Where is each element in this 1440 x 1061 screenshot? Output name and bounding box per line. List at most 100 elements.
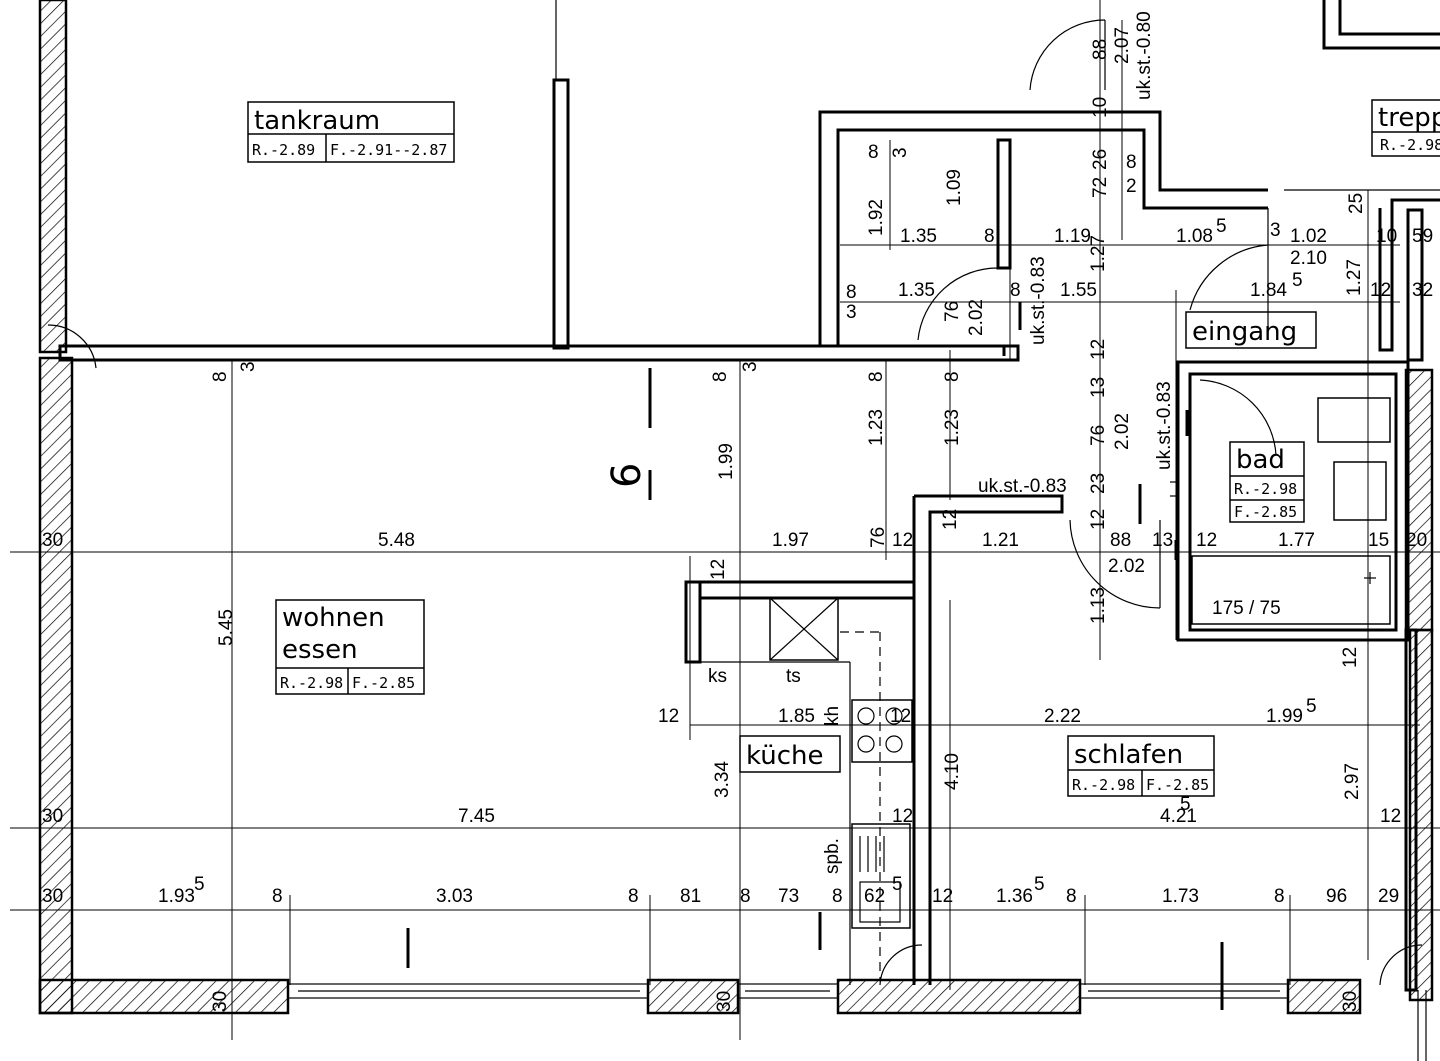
- dim-text: 12: [1370, 280, 1391, 301]
- dim-text: 3: [740, 361, 761, 372]
- dim-text: 12: [658, 706, 679, 727]
- room-floor-schlafen: F.-2.85: [1146, 776, 1209, 794]
- kitchen-fixtures: [700, 597, 913, 985]
- dim-text: 30: [714, 991, 735, 1012]
- room-wohnen-essen: wohnen essen R.-2.98 F.-2.85: [275, 599, 425, 695]
- dim-text: 5: [1034, 874, 1045, 895]
- dim-text: 2.02: [966, 299, 987, 336]
- dim-text: 5.48: [378, 530, 415, 551]
- dim-text: 76: [1088, 425, 1109, 446]
- dim-text: 12: [1380, 806, 1401, 827]
- dim-text: 1.35: [900, 226, 937, 247]
- dim-text: 5: [1180, 794, 1191, 815]
- dim-text: 30: [42, 806, 63, 827]
- dim-text: 8: [832, 886, 843, 907]
- dim-text: 1.99: [716, 443, 737, 480]
- dim-text: 1.27: [1088, 235, 1109, 272]
- dim-text: 3.34: [712, 761, 733, 798]
- dim-text: 13: [1088, 377, 1109, 398]
- dim-text: 2.02: [1112, 413, 1133, 450]
- room-name-bad: bad: [1236, 445, 1285, 475]
- note-ukst-mid: uk.st.-0.83: [978, 476, 1067, 497]
- room-height-schlafen: R.-2.98: [1072, 776, 1135, 794]
- dim-text: 1.73: [1162, 886, 1199, 907]
- room-tankraum: tankraum R.-2.89 F.-2.91--2.87: [247, 101, 455, 163]
- room-name-essen: essen: [282, 635, 358, 665]
- dim-text: 88: [1110, 530, 1131, 551]
- dim-text: 2.10: [1290, 248, 1327, 269]
- dim-text: 5: [1306, 696, 1317, 717]
- dim-text: 12: [892, 806, 913, 827]
- dimension-lines: [10, 0, 1440, 1040]
- room-eingang: eingang: [1185, 311, 1317, 349]
- dim-text: 88: [1090, 39, 1111, 60]
- dim-text: 32: [1412, 280, 1433, 301]
- dim-text: 3: [1270, 220, 1281, 241]
- room-schlafen: schlafen R.-2.98 F.-2.85: [1067, 735, 1215, 797]
- room-name-schlafen: schlafen: [1074, 740, 1183, 770]
- note-tub: 175 / 75: [1212, 598, 1281, 619]
- dim-text: 1.23: [866, 409, 887, 446]
- dim-text: 8: [1010, 280, 1021, 301]
- dim-text: 1.85: [778, 706, 815, 727]
- door-swings: [47, 19, 1423, 986]
- dim-text: 1.02: [1290, 226, 1327, 247]
- room-name-eingang: eingang: [1192, 317, 1297, 347]
- dim-text: 8: [846, 282, 857, 303]
- note-ts: ts: [786, 666, 801, 687]
- dim-text: 8: [1274, 886, 1285, 907]
- stove: [851, 699, 913, 763]
- dim-text: 3: [890, 147, 911, 158]
- windows: [287, 983, 1427, 1061]
- dim-text: 3: [846, 302, 857, 323]
- dim-text: 13: [1152, 530, 1173, 551]
- dim-text: 8: [866, 371, 887, 382]
- dim-text: 12: [932, 886, 953, 907]
- dim-text: 1.08: [1176, 226, 1213, 247]
- dim-text: 4.21: [1160, 806, 1197, 827]
- dim-text: 1.27: [1344, 259, 1365, 296]
- room-floor-tankraum: F.-2.91--2.87: [330, 141, 447, 159]
- room-bad: bad R.-2.98 F.-2.85: [1229, 441, 1305, 523]
- dim-text: 1.97: [772, 530, 809, 551]
- dim-text: 1.77: [1278, 530, 1315, 551]
- dim-text: 12: [1088, 339, 1109, 360]
- dim-text: 25: [1346, 193, 1367, 214]
- dim-text: 2.07: [1112, 27, 1133, 64]
- notes: uk.st.-0.80 uk.st.-0.83 uk.st.-0.83 uk.s…: [708, 11, 1281, 874]
- dim-text: 1.36: [996, 886, 1033, 907]
- room-kueche: küche: [739, 735, 841, 773]
- exterior-walls: [38, 0, 1434, 1015]
- dim-text: 26: [1090, 149, 1111, 170]
- dim-text: 30: [42, 886, 63, 907]
- dim-text: 12: [940, 509, 961, 530]
- dim-text: 10: [1376, 226, 1397, 247]
- dim-text: 5: [892, 874, 903, 895]
- room-height-tankraum: R.-2.89: [252, 141, 315, 159]
- room-floor-bad: F.-2.85: [1234, 503, 1297, 521]
- dim-text: 8: [1066, 886, 1077, 907]
- dim-text: 1.99: [1266, 706, 1303, 727]
- dim-text: 5: [194, 874, 205, 895]
- dim-text: 29: [1378, 886, 1399, 907]
- dim-text: 8: [942, 371, 963, 382]
- room-name-kueche: küche: [746, 741, 824, 771]
- dim-text: 1.23: [942, 409, 963, 446]
- dim-text: 12: [1088, 509, 1109, 530]
- fridge-box: [769, 597, 839, 661]
- dim-text: 76: [942, 301, 963, 322]
- dim-text: 10: [1090, 97, 1111, 118]
- note-kh: kh: [822, 706, 843, 726]
- dim-text: 23: [1088, 473, 1109, 494]
- room-name-treppe: trepp: [1378, 103, 1440, 133]
- dim-text: 2: [1126, 176, 1137, 197]
- dim-text: 81: [680, 886, 701, 907]
- dim-text: 1.55: [1060, 280, 1097, 301]
- bath-fixtures: [1317, 397, 1391, 584]
- dim-text: 1.19: [1054, 226, 1091, 247]
- dim-text: 1.93: [158, 886, 195, 907]
- dim-text: 4.10: [942, 753, 963, 790]
- note-ukst-hall: uk.st.-0.83: [1028, 256, 1049, 345]
- section-marker: 6: [604, 463, 650, 488]
- dim-text: 2.97: [1342, 763, 1363, 800]
